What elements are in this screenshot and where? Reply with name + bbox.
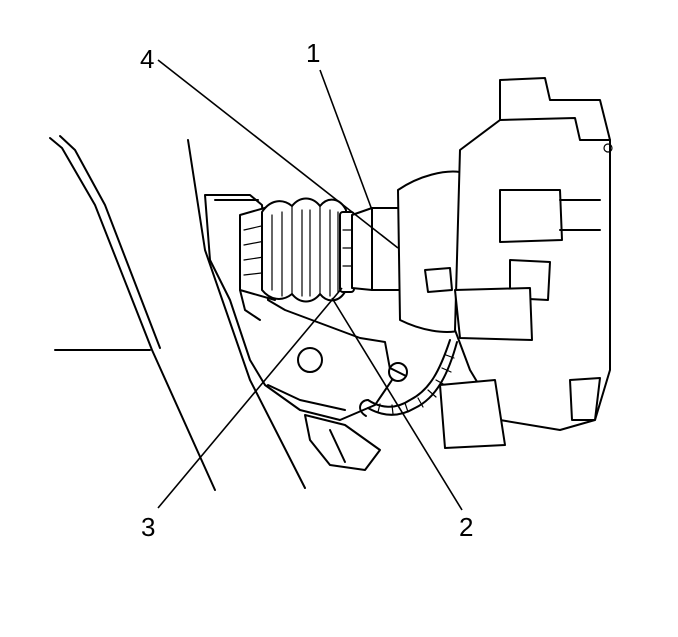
leader-2 [331,297,463,511]
callout-4: 4 [140,44,154,74]
body-panel [49,135,306,491]
wheel-hub [397,170,463,333]
cv-joint-boot [261,197,347,303]
leader-lines [157,59,463,511]
callout-3: 3 [141,512,155,542]
abs-sensor-wire [359,339,458,417]
leader-3 [157,287,343,509]
outer-axle-neck [351,207,401,291]
callout-2: 2 [459,512,473,542]
brake-caliper [439,77,613,449]
callout-labels: 1 4 2 3 [140,38,473,542]
callout-1: 1 [306,38,320,68]
leader-4 [157,59,399,249]
leader-1 [319,69,373,211]
